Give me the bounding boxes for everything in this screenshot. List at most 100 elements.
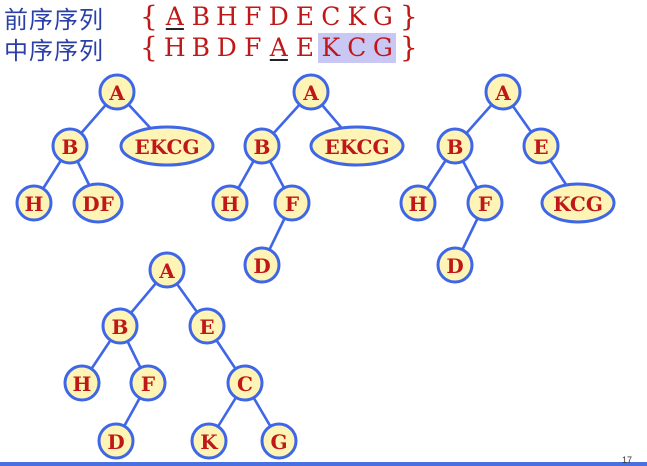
tree-node-label: D [107, 430, 124, 454]
tree-node-shape [190, 422, 228, 460]
tree-node: C [226, 364, 264, 402]
tree-node-label: D [253, 254, 270, 278]
tree-node: EKCG [309, 125, 405, 167]
tree-node-label: A [158, 259, 175, 283]
tree-node: H [63, 364, 101, 402]
tree-node-shape [148, 251, 186, 289]
tree-step-3: A B E H F D KCG [399, 73, 616, 284]
tree-node-shape [72, 182, 124, 224]
tree-node-label: B [254, 135, 271, 159]
tree-node-shape [466, 184, 504, 222]
tree-node-label: F [141, 372, 155, 396]
inorder-letter: G [369, 33, 396, 63]
inorder-open-brace: { [140, 30, 158, 64]
tree-node-label: A [302, 81, 319, 105]
tree-node: A [98, 73, 136, 111]
tree-node: A [484, 73, 522, 111]
tree-node-label: A [108, 81, 125, 105]
tree-node: H [15, 184, 53, 222]
tree-node-label: DF [82, 192, 114, 216]
tree-node-shape [484, 73, 522, 111]
inorder-letter: K [317, 33, 344, 63]
tree-node: A [148, 251, 186, 289]
inorder-letter: E [295, 33, 314, 62]
tree-node: B [51, 127, 89, 165]
tree-node-label: F [285, 192, 299, 216]
tree-node-label: H [409, 192, 428, 216]
tree-node-label: EKCG [324, 135, 389, 159]
inorder-letter: A [269, 33, 288, 62]
preorder-letter: K [347, 2, 367, 31]
tree-node: D [436, 246, 474, 284]
tree-step-2: A B EKCG H F D [211, 73, 405, 284]
tree-node: G [260, 422, 298, 460]
tree-node-label: H [221, 192, 240, 216]
tree-node-label: B [62, 135, 79, 159]
tree-node-label: B [447, 135, 464, 159]
preorder-open-brace: { [140, 0, 158, 33]
tree-node-shape [243, 127, 281, 165]
tree-node-label: E [199, 315, 214, 339]
tree-node-label: D [446, 254, 463, 278]
tree-node-shape [243, 246, 281, 284]
tree-node-shape [51, 127, 89, 165]
tree-node-shape [260, 422, 298, 460]
preorder-letter: F [244, 2, 262, 31]
tree-node-shape [129, 364, 167, 402]
tree-node-label: K [200, 430, 218, 454]
tree-node-shape [226, 364, 264, 402]
tree-node: F [273, 184, 311, 222]
preorder-letter: E [295, 2, 314, 31]
inorder-close-brace: } [399, 30, 418, 64]
tree-node-label: H [25, 192, 44, 216]
inorder-letter: D [216, 33, 237, 62]
tree-node: B [243, 127, 281, 165]
inorder-letter: H [163, 33, 186, 62]
tree-node-shape [97, 422, 135, 460]
tree-node: B [436, 127, 474, 165]
tree-step-1: A B EKCG H DF [15, 73, 215, 224]
page-number: 17 [622, 455, 633, 465]
tree-node: EKCG [119, 125, 215, 167]
preorder-letter: D [268, 2, 289, 31]
tree-node-shape [436, 127, 474, 165]
inorder-letter: B [191, 33, 211, 62]
tree-step-4: A B E H F D C K G [63, 251, 298, 460]
tree-node-shape [436, 246, 474, 284]
tree-node: DF [72, 182, 124, 224]
tree-node-label: F [478, 192, 492, 216]
tree-node-shape [15, 184, 53, 222]
tree-node-label: B [112, 315, 129, 339]
tree-node: F [129, 364, 167, 402]
tree-node-label: G [270, 430, 287, 454]
tree-node-label: A [494, 81, 511, 105]
tree-node: H [211, 184, 249, 222]
tree-node-shape [399, 184, 437, 222]
tree-node-shape [119, 125, 215, 167]
tree-node-label: EKCG [134, 135, 199, 159]
bottom-divider [0, 462, 647, 466]
tree-node-shape [211, 184, 249, 222]
tree-node: F [466, 184, 504, 222]
tree-node-shape [63, 364, 101, 402]
preorder-letter: H [215, 2, 238, 31]
tree-node: B [101, 307, 139, 345]
preorder-label: 前序序列 [4, 5, 104, 34]
tree-node-label: C [237, 372, 253, 396]
tree-node-shape [188, 307, 226, 345]
preorder-close-brace: } [399, 0, 418, 33]
tree-node-label: KCG [553, 192, 603, 216]
inorder-letter: F [244, 33, 262, 62]
tree-node: KCG [540, 182, 616, 224]
tree-node-shape [101, 307, 139, 345]
tree-node-label: H [73, 372, 92, 396]
tree-node-shape [273, 184, 311, 222]
tree-node: E [522, 127, 560, 165]
tree-node-shape [98, 73, 136, 111]
tree-node-label: E [533, 135, 548, 159]
